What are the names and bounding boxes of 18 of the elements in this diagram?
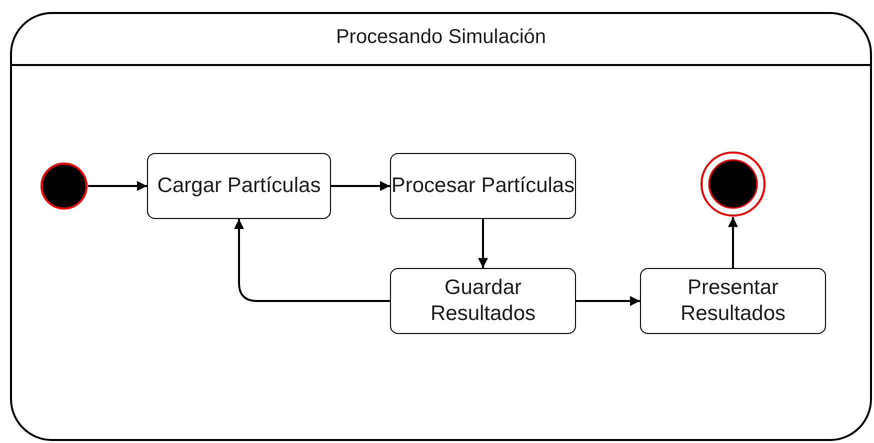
state-label: Guardar Resultados [429,275,537,327]
state-title: Procesando Simulación [334,26,548,49]
transition-arrow [88,181,147,191]
state-label: Procesar Partículas [391,173,575,199]
state-box [147,153,331,219]
final-state [700,151,766,217]
state-box [390,268,576,334]
transition-arrow [728,217,738,268]
state-label: Presentar Resultados [679,275,787,327]
state-label: Cargar Partículas [157,173,321,199]
transition-arrow [478,219,488,268]
transition-arrow [331,181,390,191]
transition-arrow [234,219,390,302]
composite-state [10,12,872,441]
state-box [390,153,576,219]
transition-arrow [576,296,640,306]
initial-state [40,162,88,210]
state-box [640,268,826,334]
